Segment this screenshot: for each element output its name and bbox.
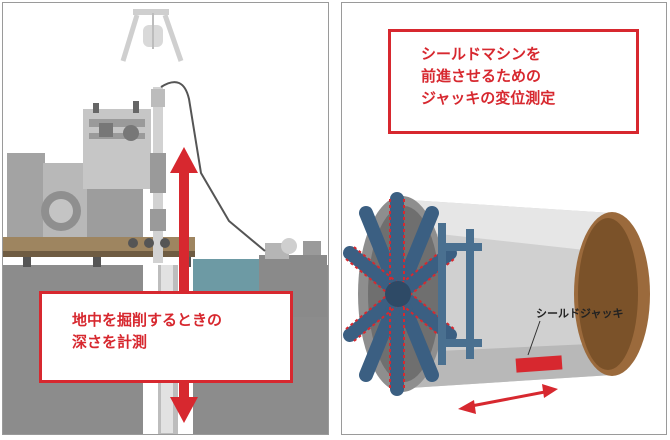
drill-column — [150, 87, 166, 263]
shield-jack-label: シールドジャッキ — [536, 307, 624, 320]
cutter-bits — [345, 199, 455, 389]
motor — [7, 153, 143, 237]
left-panel: 地中を掘削するときの 深さを計測 — [2, 2, 329, 435]
shield-machine-illustration — [343, 192, 650, 414]
sensor-cable — [160, 81, 266, 252]
jack-callout: シールドマシンを 前進させるための ジャッキの変位測定 — [388, 29, 639, 134]
crane-hook — [120, 9, 184, 62]
water-tank — [193, 259, 263, 295]
jack-label-leader — [527, 320, 541, 356]
depth-callout-line1: 地中を掘削するときの — [72, 311, 223, 329]
gearbox — [83, 101, 151, 189]
depth-arrow-icon — [170, 147, 198, 423]
jack-callout-line2: 前進させるための — [421, 66, 542, 85]
jack-callout-line1: シールドマシンを — [421, 45, 542, 63]
jack-callout-line3: ジャッキの変位測定 — [421, 88, 556, 107]
shield-jack — [515, 355, 563, 373]
inner-frame — [438, 223, 482, 365]
cutter-hub — [385, 281, 411, 307]
depth-callout: 地中を掘削するときの 深さを計測 — [39, 291, 293, 383]
right-panel: シールドマシンを 前進させるための ジャッキの変位測定 シールドジャッキ — [341, 2, 667, 435]
displacement-arrow-icon — [458, 384, 558, 414]
depth-callout-line2: 深さを計測 — [72, 332, 148, 351]
